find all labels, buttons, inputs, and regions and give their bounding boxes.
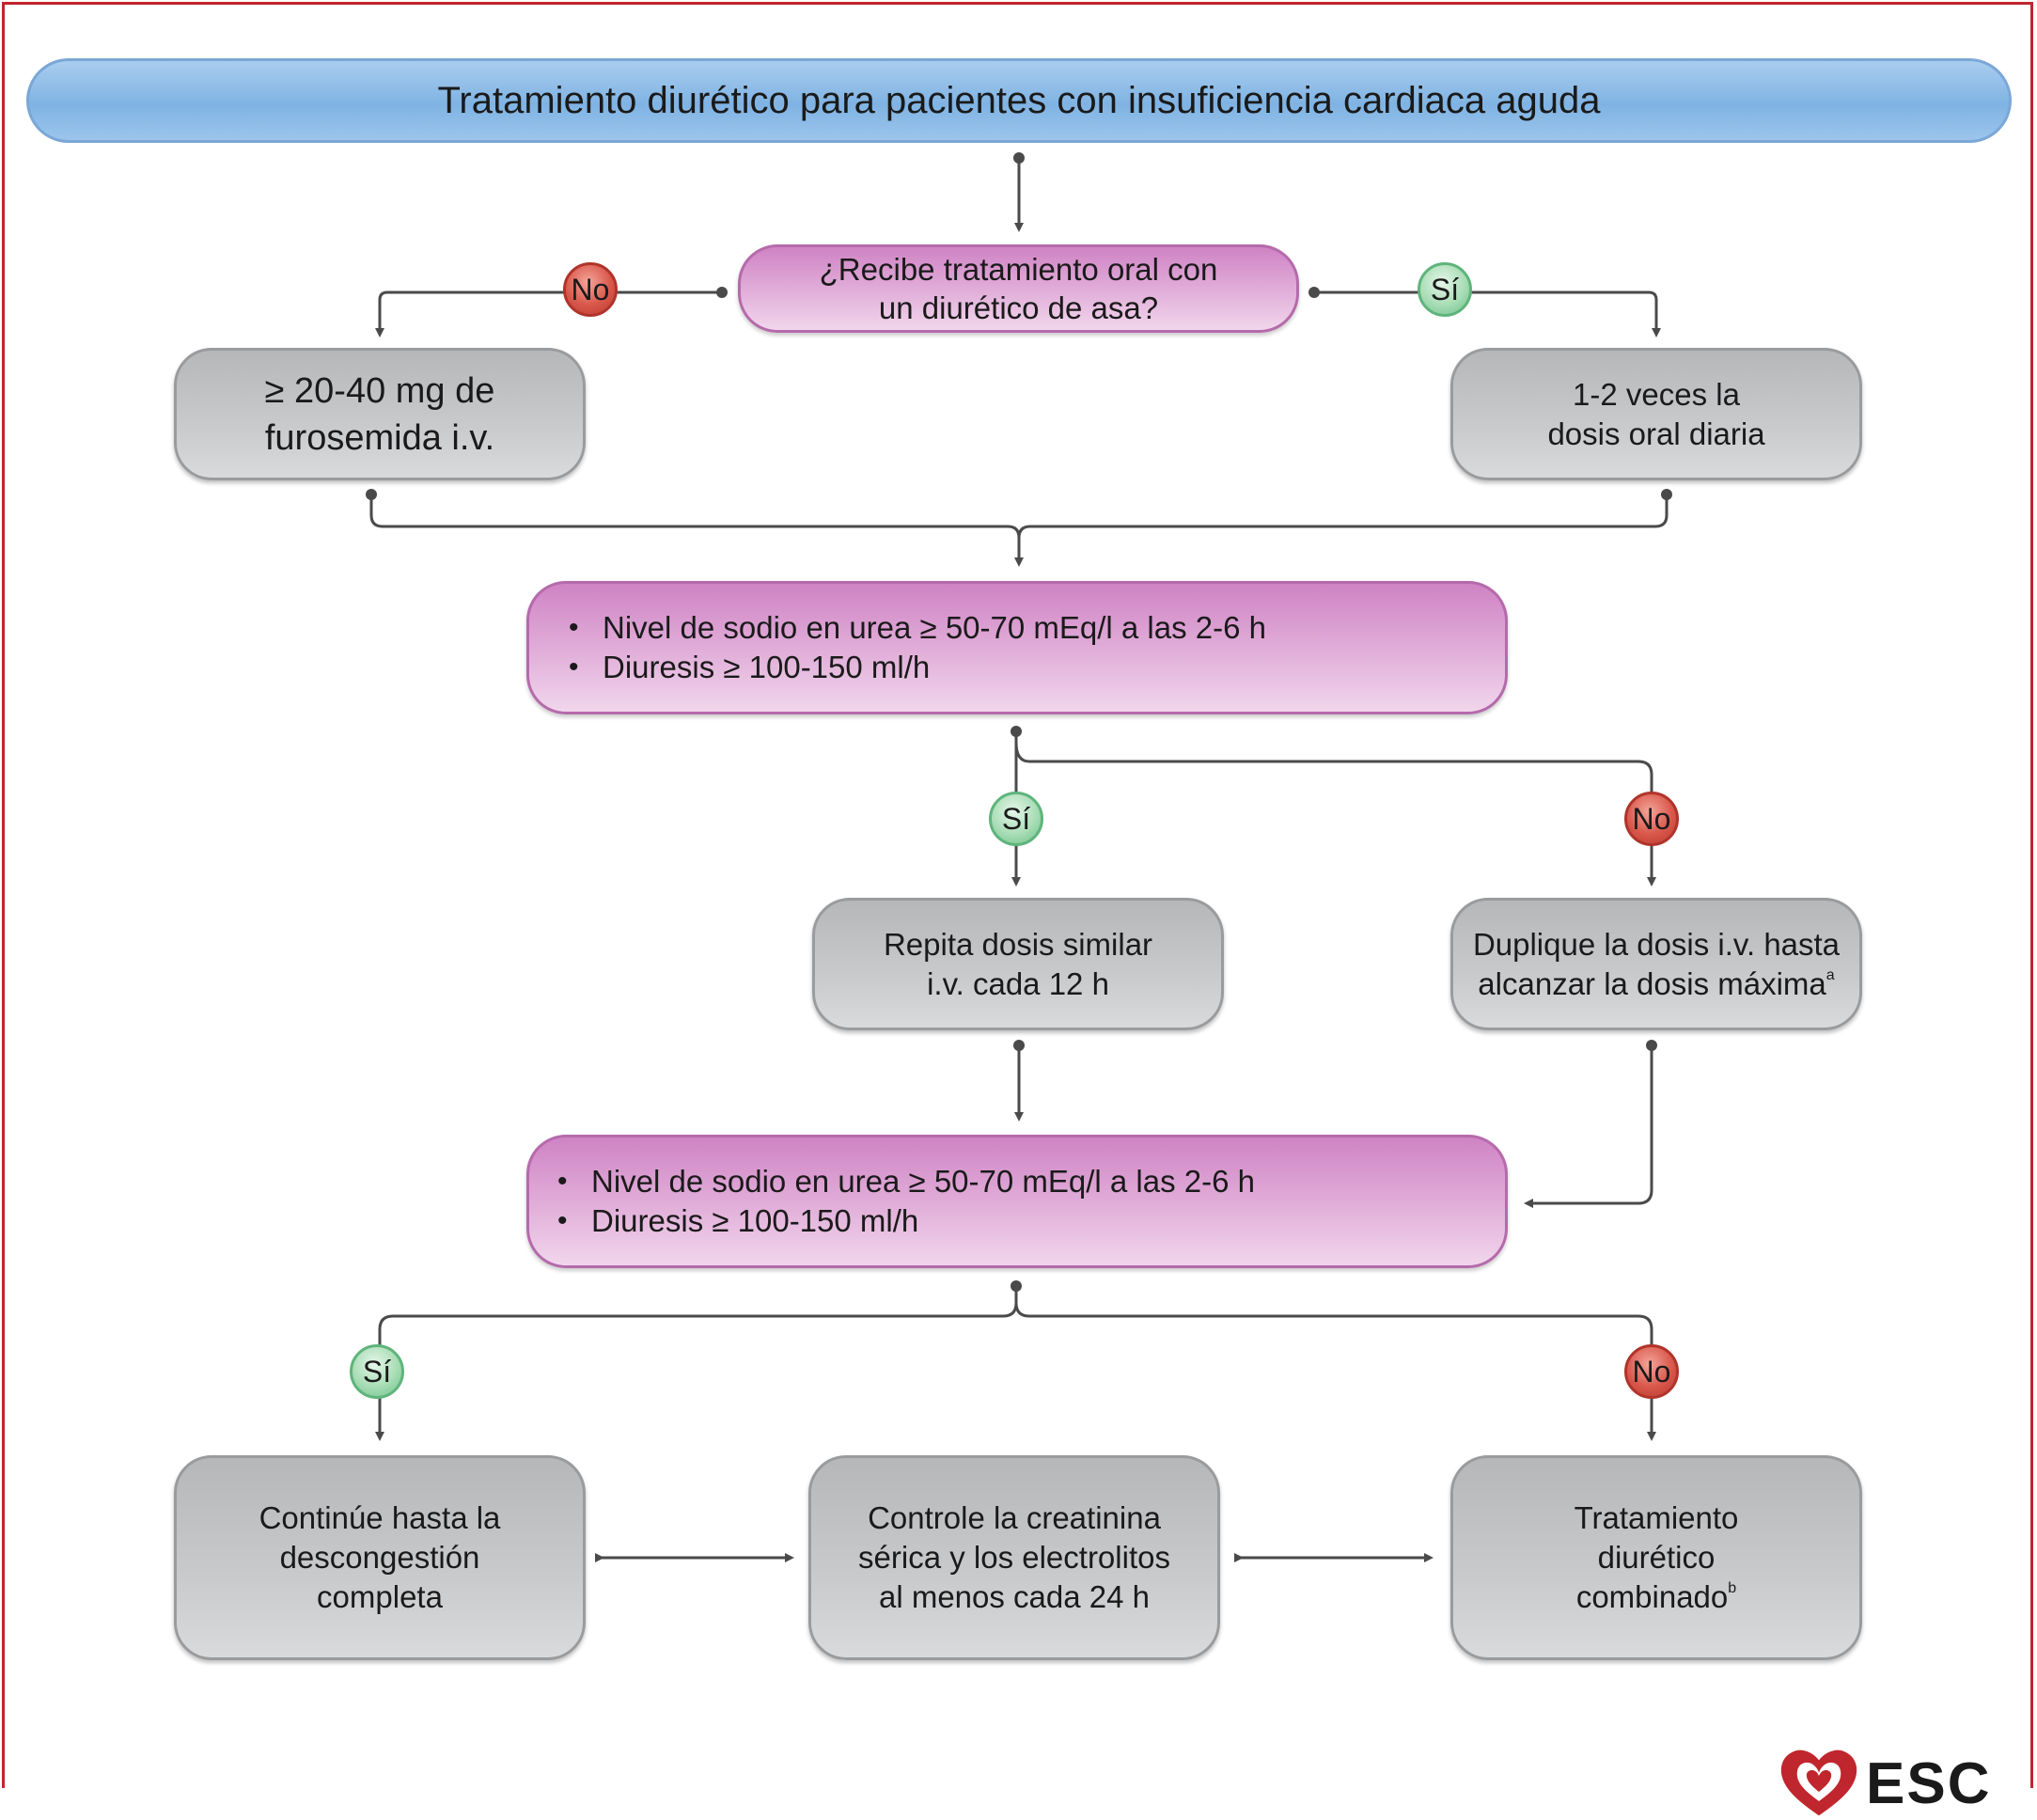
continue-line-3: completa <box>317 1579 443 1614</box>
monitor-line-2: sérica y los electrolitos <box>858 1540 1170 1575</box>
criteria-1-sodium: Nivel de sodio en urea ≥ 50-70 mEq/l a l… <box>569 608 1266 648</box>
connector-dot <box>1013 1040 1025 1051</box>
box-double-dose: Duplique la dosis i.v. hasta alcanzar la… <box>1450 898 1862 1030</box>
connector-dot <box>1011 1280 1022 1292</box>
connector-dot <box>366 489 377 500</box>
badge-no-criteria-2: No <box>1624 1344 1679 1399</box>
criteria-2-sodium: Nivel de sodio en urea ≥ 50-70 mEq/l a l… <box>557 1162 1255 1201</box>
connector-criteria2-no <box>1014 1302 1656 1441</box>
combined-line-3: combinadob <box>1575 1579 1737 1614</box>
criteria-box-2: Nivel de sodio en urea ≥ 50-70 mEq/l a l… <box>526 1135 1508 1268</box>
diagram-frame <box>2 2 2033 1788</box>
oral-dose-line-1: 1-2 veces la <box>1573 376 1740 412</box>
repeat-dose-line-2: i.v. cada 12 h <box>927 965 1109 1001</box>
question-loop-diuretic: ¿Recibe tratamiento oral con un diurétic… <box>738 244 1299 333</box>
connector-dot <box>1308 287 1320 298</box>
furosemide-line-2: furosemida i.v. <box>264 417 495 458</box>
diagram-title: Tratamiento diurético para pacientes con… <box>26 58 2012 143</box>
connector-dot <box>1646 1040 1657 1051</box>
heart-icon <box>1780 1749 1857 1816</box>
box-combined-diuretic: Tratamiento diurético combinadob <box>1450 1455 1862 1660</box>
double-dose-line-2: alcanzar la dosis máximaa <box>1478 965 1835 1001</box>
criteria-1-diuresis: Diuresis ≥ 100-150 ml/h <box>569 648 1266 687</box>
monitor-line-3: al menos cada 24 h <box>878 1579 1151 1614</box>
connector-criteria1-no <box>1014 742 1656 886</box>
badge-yes-criteria-2: Sí <box>350 1344 404 1399</box>
connector-dot <box>1011 726 1022 737</box>
box-monitor-creatinine: Controle la creatinina sérica y los elec… <box>808 1455 1220 1660</box>
question-line-2: un diurético de asa? <box>878 290 1159 325</box>
esc-logo-text: ESC <box>1866 1751 1992 1816</box>
continue-line-2: descongestión <box>279 1540 480 1575</box>
badge-no-criteria-1: No <box>1624 792 1679 846</box>
connector-question-yes <box>1314 290 1661 337</box>
monitor-line-1: Controle la creatinina <box>868 1500 1161 1535</box>
footnote-a: a <box>1825 966 1835 983</box>
connector-dot <box>716 287 728 298</box>
connector-dot <box>1661 489 1672 500</box>
badge-yes-question: Sí <box>1418 262 1472 317</box>
criteria-2-diuresis: Diuresis ≥ 100-150 ml/h <box>557 1201 1255 1241</box>
double-dose-line-1: Duplique la dosis i.v. hasta <box>1472 926 1841 962</box>
connector-criteria2-yes <box>375 1286 1018 1441</box>
continue-line-1: Continúe hasta la <box>259 1500 501 1535</box>
box-furosemide-dose: ≥ 20-40 mg de furosemida i.v. <box>174 348 586 480</box>
connector-question-no <box>375 290 722 337</box>
badge-yes-criteria-1: Sí <box>989 792 1043 846</box>
box-oral-dose: 1-2 veces la dosis oral diaria <box>1450 348 1862 480</box>
repeat-dose-line-1: Repita dosis similar <box>883 926 1153 962</box>
connector-double-criteria2 <box>1524 1045 1653 1208</box>
footnote-b: b <box>1728 1580 1737 1596</box>
question-line-1: ¿Recibe tratamiento oral con <box>819 252 1218 287</box>
box-repeat-dose: Repita dosis similar i.v. cada 12 h <box>812 898 1224 1030</box>
oral-dose-line-2: dosis oral diaria <box>1547 416 1765 451</box>
combined-line-2: diurético <box>1597 1540 1716 1575</box>
badge-no-question: No <box>563 262 618 317</box>
combined-line-1: Tratamiento <box>1574 1500 1739 1535</box>
furosemide-line-1: ≥ 20-40 mg de <box>264 370 495 411</box>
box-continue-decongestion: Continúe hasta la descongestión completa <box>174 1455 586 1660</box>
connector-dot <box>1013 152 1025 164</box>
criteria-box-1: Nivel de sodio en urea ≥ 50-70 mEq/l a l… <box>526 581 1508 714</box>
connector-merge-right <box>1017 494 1669 539</box>
connector-merge-doses <box>369 494 1024 567</box>
esc-logo <box>1780 1749 1857 1816</box>
